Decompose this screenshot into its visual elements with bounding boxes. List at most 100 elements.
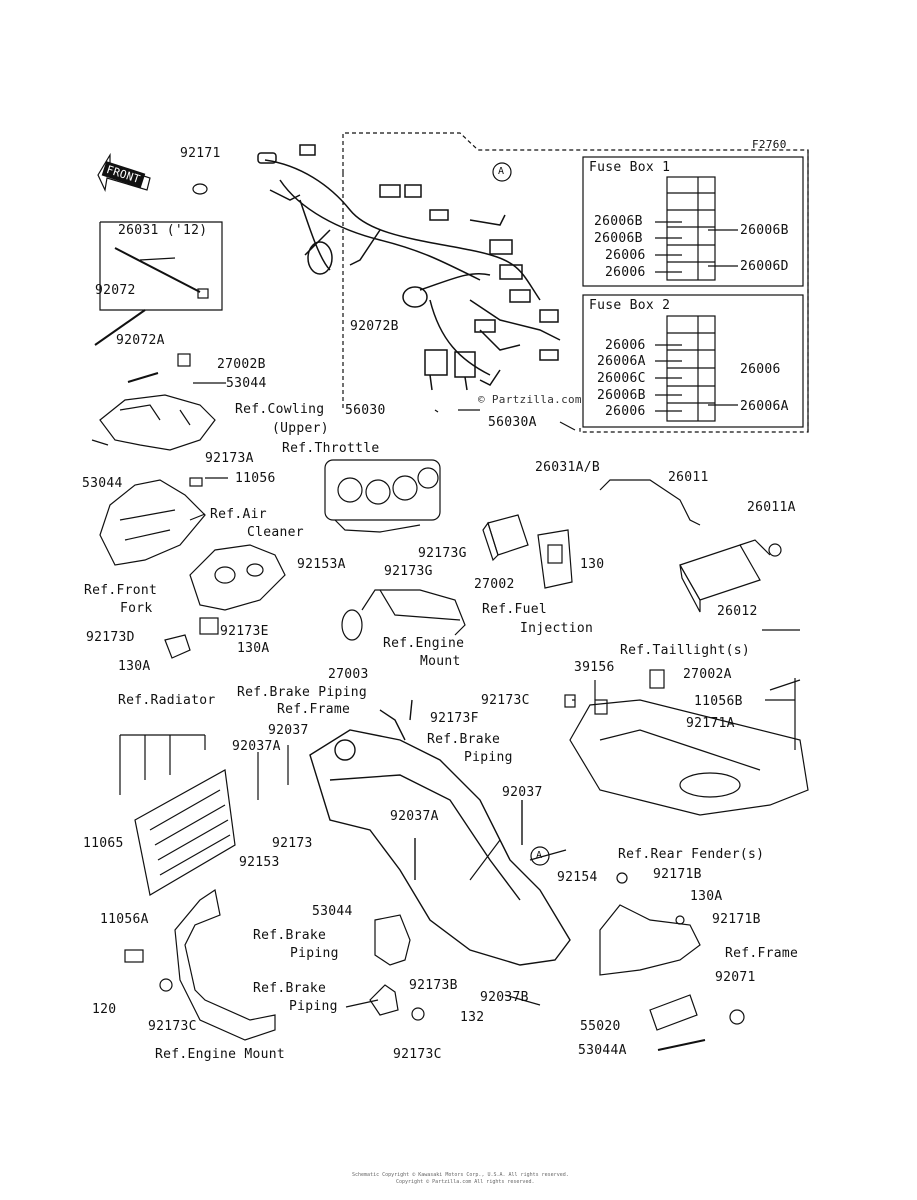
fuse-box-1-frame xyxy=(582,156,804,287)
bracket-92173B-shape xyxy=(369,984,399,1016)
watermark: © Partzilla.com xyxy=(478,393,582,406)
ref-brake-piping-label: Ref.Brake Piping xyxy=(237,685,368,700)
engine-mount-shape xyxy=(124,889,276,1041)
part-label-92173G: 92173G xyxy=(384,564,433,579)
ref-cowling-label: (Upper) xyxy=(272,421,329,436)
fuse-box-1-label: 26006D xyxy=(740,259,789,274)
part-label-92171B: 92171B xyxy=(653,867,702,882)
ref-radiator-label: Ref.Radiator xyxy=(118,693,216,708)
bracket-53044-shape xyxy=(374,914,411,966)
part-label-92173B: 92173B xyxy=(409,978,458,993)
part-label-27002A: 27002A xyxy=(683,667,732,682)
ref-engine-mount-label: Mount xyxy=(420,654,461,669)
ref-front-fork-label: Ref.Front xyxy=(84,583,158,598)
callout-a-circle-1 xyxy=(492,162,512,182)
fuse-box-1-title: Fuse Box 1 xyxy=(589,160,671,175)
part-label-92071: 92071 xyxy=(715,970,756,985)
ref-cowling-label: Ref.Cowling xyxy=(235,402,325,417)
part-label-26031-12: 26031 ('12) xyxy=(118,223,208,238)
part-label-11065: 11065 xyxy=(83,836,124,851)
part-label-26011: 26011 xyxy=(668,470,709,485)
ref-taillight-label: Ref.Taillight(s) xyxy=(620,643,751,658)
front-fork-bracket-shape xyxy=(164,544,286,659)
fuse-box-2-frame xyxy=(582,294,804,428)
part-label-39156: 39156 xyxy=(574,660,615,675)
ref-fuel-injection-label: Ref.Fuel xyxy=(482,602,548,617)
part-label-92037B: 92037B xyxy=(480,990,529,1005)
main-frame-shape xyxy=(309,699,571,966)
fuse-box-1-label: 26006B xyxy=(594,231,643,246)
ref-fuel-injection-label: Injection xyxy=(520,621,594,636)
part-label-92171A: 92171A xyxy=(686,716,735,731)
part-label-92173D: 92173D xyxy=(86,630,135,645)
fuse-box-2-label: 26006A xyxy=(740,399,789,414)
ref-engine-mount-label: Ref.Engine Mount xyxy=(155,1047,286,1062)
part-label-56030A: 56030A xyxy=(488,415,537,430)
part-label-27002: 27002 xyxy=(474,577,515,592)
part-label-27003: 27003 xyxy=(328,667,369,682)
ecu-shape xyxy=(482,514,573,589)
part-label-92173F: 92173F xyxy=(430,711,479,726)
cowling-bracket-shape xyxy=(91,353,216,451)
ref-frame-label: Ref.Frame xyxy=(277,702,351,717)
ref-rear-fender-label: Ref.Rear Fender(s) xyxy=(618,847,765,862)
part-label-92072: 92072 xyxy=(95,283,136,298)
ref-brake-piping-label: Piping xyxy=(464,750,513,765)
fuse-box-1-label: 26006B xyxy=(594,214,643,229)
fuse-box-1-label: 26006 xyxy=(605,248,646,263)
part-label-26011A: 26011A xyxy=(747,500,796,515)
part-label-132: 132 xyxy=(460,1010,485,1025)
ref-front-fork-label: Fork xyxy=(120,601,153,616)
part-label-130A: 130A xyxy=(237,641,270,656)
callout-a-top: A xyxy=(498,166,505,177)
part-label-11056B: 11056B xyxy=(694,694,743,709)
part-label-26031A-B: 26031A/B xyxy=(535,460,601,475)
part-label-92037A: 92037A xyxy=(390,809,439,824)
part-label-26012: 26012 xyxy=(717,604,758,619)
ref-frame-label: Ref.Frame xyxy=(725,946,799,961)
harness-panel-outline xyxy=(342,132,809,433)
fuse-box-2-label: 26006 xyxy=(605,404,646,419)
radiator-shape xyxy=(119,734,289,896)
air-cleaner-shape xyxy=(99,477,206,566)
part-label-130: 130 xyxy=(580,557,605,572)
part-label-92153A: 92153A xyxy=(297,557,346,572)
part-label-92173C: 92173C xyxy=(148,1019,197,1034)
part-label-53044: 53044 xyxy=(82,476,123,491)
footer-copyright: Schematic Copyright © Kawasaki Motors Co… xyxy=(352,1172,569,1178)
part-label-92072A: 92072A xyxy=(116,333,165,348)
fuse-box-1-label: 26006B xyxy=(740,223,789,238)
part-label-92173C: 92173C xyxy=(481,693,530,708)
part-label-92171B: 92171B xyxy=(712,912,761,927)
part-label-92037: 92037 xyxy=(268,723,309,738)
part-label-92173: 92173 xyxy=(272,836,313,851)
part-label-92153: 92153 xyxy=(239,855,280,870)
fuse-box-2-label: 26006 xyxy=(740,362,781,377)
part-label-92173C: 92173C xyxy=(393,1047,442,1062)
part-label-11056: 11056 xyxy=(235,471,276,486)
part-label-27002B: 27002B xyxy=(217,357,266,372)
part-label-92171: 92171 xyxy=(180,146,221,161)
ref-brake-piping-label: Ref.Brake xyxy=(427,732,501,747)
footer-copyright: Copyright © Partzilla.com All rights res… xyxy=(396,1179,535,1185)
front-arrow-shape xyxy=(97,152,151,193)
horn-shape xyxy=(341,589,466,641)
fuse-box-2-label: 26006 xyxy=(605,338,646,353)
part-label-120: 120 xyxy=(92,1002,117,1017)
rear-fender-shape xyxy=(564,669,809,816)
part-label-53044: 53044 xyxy=(312,904,353,919)
ref-brake-piping-label: Ref.Brake xyxy=(253,981,327,996)
ref-throttle-label: Ref.Throttle xyxy=(282,441,380,456)
part-label-53044: 53044 xyxy=(226,376,267,391)
wiring-harness-shape xyxy=(257,144,561,391)
callout-a-circle-2 xyxy=(530,846,550,866)
figure-id: F2760 xyxy=(752,138,787,151)
fuse-box-1-label: 26006 xyxy=(605,265,646,280)
part-label-92037: 92037 xyxy=(502,785,543,800)
ref-brake-piping-label: Piping xyxy=(290,946,339,961)
part-label-130A: 130A xyxy=(690,889,723,904)
part-label-92173E: 92173E xyxy=(220,624,269,639)
ref-brake-piping-label: Ref.Brake xyxy=(253,928,327,943)
